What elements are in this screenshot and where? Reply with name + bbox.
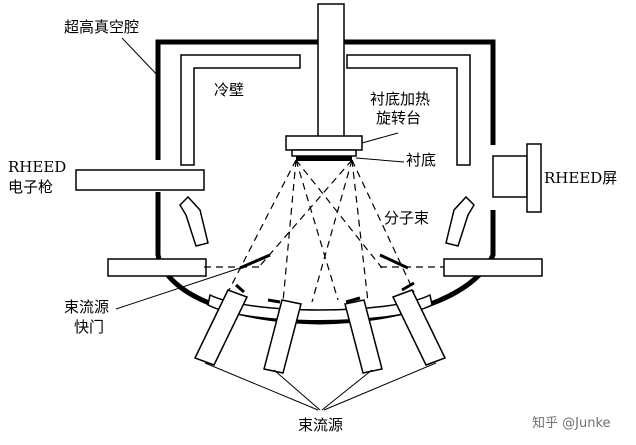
rheed-gun: [75, 169, 205, 191]
label-rheed-screen: RHEED屏: [544, 169, 618, 187]
substrate-heater-stage: [285, 3, 363, 157]
substrate: [296, 156, 352, 161]
label-heater-line1: 衬底加热: [370, 90, 431, 108]
label-rheed-gun-line2: 电子枪: [8, 178, 54, 196]
effusion-cells: [193, 289, 447, 374]
label-molecular-beam: 分子束: [384, 209, 430, 227]
label-heater-line2: 旋转台: [376, 109, 422, 127]
shutters: [235, 253, 415, 304]
right-port: [443, 258, 543, 277]
leader-lines: [115, 37, 437, 411]
cold-wall: [179, 54, 475, 322]
left-port: [107, 258, 207, 277]
label-rheed-gun-line1: RHEED: [8, 158, 67, 176]
label-substrate: 衬底: [406, 151, 437, 169]
watermark: 知乎 @Junke: [532, 416, 611, 431]
label-shutter-line2: 快门: [74, 318, 105, 336]
molecular-beams: [204, 159, 444, 303]
label-cold-wall: 冷壁: [214, 81, 245, 99]
label-beam-source: 束流源: [298, 416, 344, 434]
rheed-screen: [492, 143, 542, 213]
label-shutter-line1: 束流源: [64, 298, 110, 316]
chamber-wall: [155, 39, 496, 325]
label-chamber: 超高真空腔: [64, 18, 140, 36]
